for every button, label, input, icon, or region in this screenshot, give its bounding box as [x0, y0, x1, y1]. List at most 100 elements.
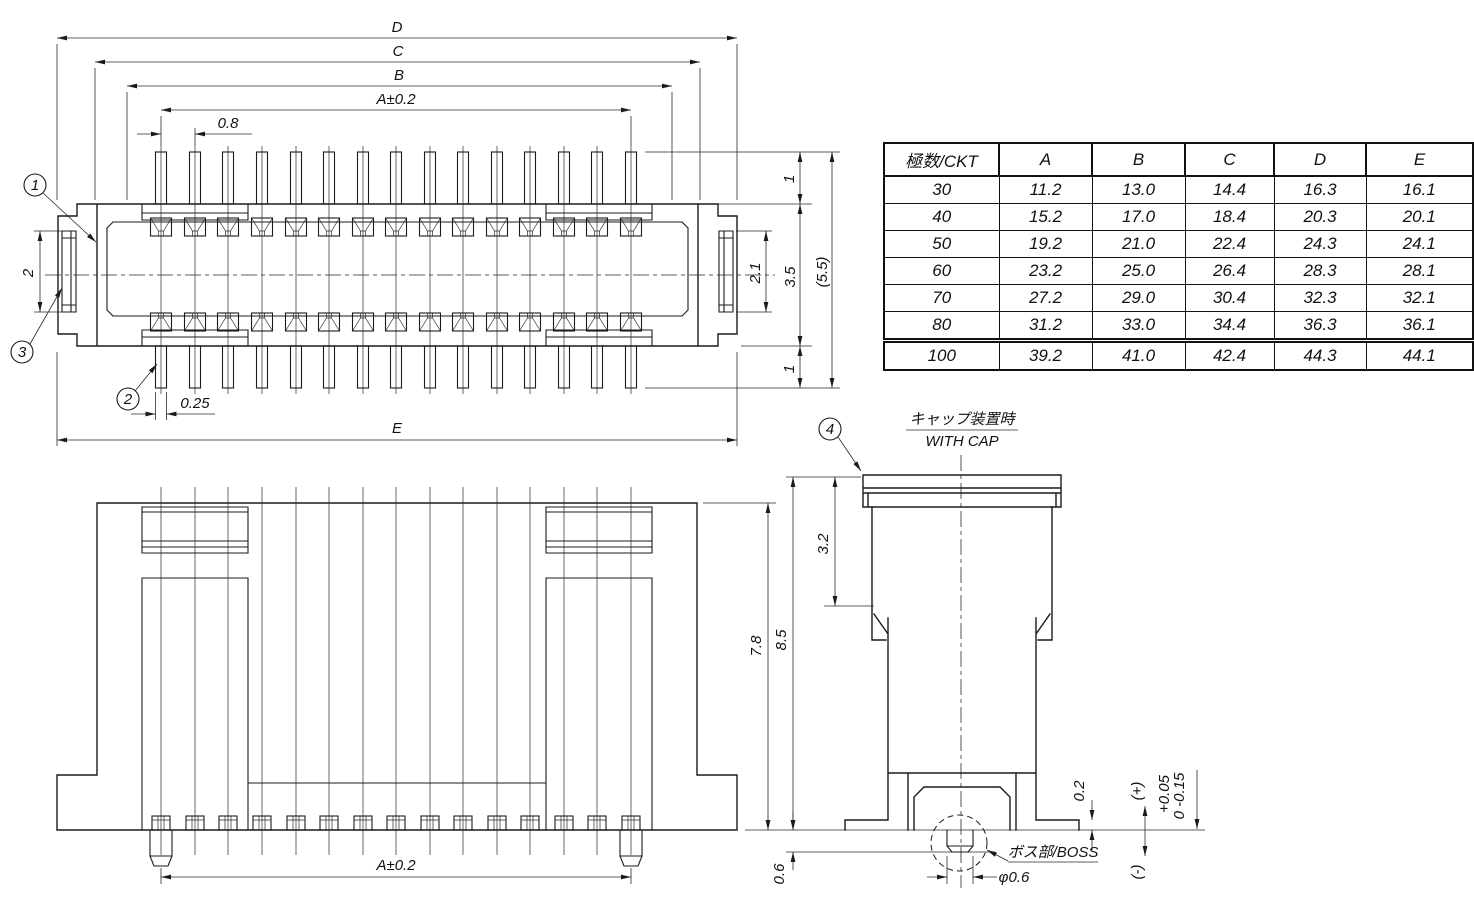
- callout-2-number: 2: [123, 391, 133, 408]
- front-dim-label-overall-height: 8.5: [773, 629, 790, 651]
- front-dim-label-height: 7.8: [748, 635, 765, 657]
- dim-label-b: B: [394, 67, 404, 84]
- dimension-table: 極数/CKT A B C D E 30 11.2 13.0 14.4 16.3 …: [883, 142, 1474, 371]
- dim-label-bottom-margin: 1: [781, 365, 798, 373]
- table-cell: 13.0: [1091, 175, 1186, 204]
- table-cell: 14.4: [1184, 175, 1275, 204]
- header-e: E: [1365, 142, 1474, 177]
- front-dim-label-a: A±0.2: [375, 857, 416, 874]
- dim-label-d: D: [392, 19, 403, 36]
- table-cell: 23.2: [998, 257, 1093, 285]
- front-dim-label-boss-height: 0.6: [771, 863, 788, 885]
- table-cell: 17.0: [1091, 203, 1186, 231]
- table-cell: 100: [883, 338, 1000, 371]
- side-view-title-jp: キャップ装置時: [909, 411, 1016, 428]
- table-cell: 44.3: [1273, 338, 1367, 371]
- table-cell: 22.4: [1184, 230, 1275, 258]
- front-inner-panels: [141, 577, 653, 831]
- callout-1-number: 1: [31, 177, 39, 194]
- side-dim-label-cap-height: 3.2: [815, 533, 832, 555]
- table-cell: 19.2: [998, 230, 1093, 258]
- dim-label-tab: 2: [20, 268, 37, 278]
- table-cell: 70: [883, 284, 1000, 312]
- table-cell: 20.3: [1273, 203, 1367, 231]
- header-ckt: 極数/CKT: [883, 142, 1000, 177]
- end-contact-tabs: [61, 230, 734, 313]
- table-cell: 20.1: [1365, 203, 1474, 231]
- dim-label-e: E: [392, 420, 403, 437]
- table-cell: 15.2: [998, 203, 1093, 231]
- callout-2: 2: [116, 363, 158, 411]
- dim-label-top-margin: 1: [781, 175, 798, 183]
- tolerance-upper-value: +0.05: [1156, 774, 1173, 813]
- table-cell: 24.1: [1365, 230, 1474, 258]
- boss-callout: ボス部/BOSS φ0.6: [986, 844, 1099, 886]
- table-cell: 36.1: [1365, 311, 1474, 341]
- top-view: D C B A±0.2 0.8 0.25 E 2 2.1 1 3.5 1 (5.…: [10, 19, 840, 446]
- table-cell: 25.0: [1091, 257, 1186, 285]
- table-cell: 36.3: [1273, 311, 1367, 341]
- boss-diameter-label: φ0.6: [999, 869, 1030, 886]
- table-cell: 30.4: [1184, 284, 1275, 312]
- table-cell: 31.2: [998, 311, 1093, 341]
- table-cell: 11.2: [998, 175, 1093, 204]
- tolerance-minus-label: (-): [1129, 865, 1146, 880]
- callout-4-number: 4: [826, 421, 834, 438]
- table-row: 60 23.2 25.0 26.4 28.3 28.1: [883, 257, 1474, 285]
- table-row: 40 15.2 17.0 18.4 20.3 20.1: [883, 203, 1474, 231]
- front-latch-blocks: [141, 506, 653, 554]
- header-a: A: [998, 142, 1093, 177]
- table-cell: 32.3: [1273, 284, 1367, 312]
- callout-4: 4: [818, 417, 862, 472]
- table-cell: 50: [883, 230, 1000, 258]
- table-cell: 16.3: [1273, 175, 1367, 204]
- table-row: 100 39.2 41.0 42.4 44.3 44.1: [883, 338, 1474, 371]
- header-d: D: [1273, 142, 1367, 177]
- dim-label-body-height: 3.5: [782, 266, 799, 288]
- header-b: B: [1091, 142, 1186, 177]
- table-header-row: 極数/CKT A B C D E: [883, 142, 1474, 177]
- table-cell: 18.4: [1184, 203, 1275, 231]
- tolerance-plus-label: (+): [1129, 782, 1146, 801]
- dim-label-overall: (5.5): [814, 257, 831, 288]
- dim-label-pitch: 0.8: [218, 115, 240, 132]
- table-cell: 24.3: [1273, 230, 1367, 258]
- guide-posts: [149, 829, 643, 867]
- table-cell: 30: [883, 175, 1000, 204]
- table-cell: 16.1: [1365, 175, 1474, 204]
- side-view: キャップ装置時 WITH CAP 4 3.2 0.2 (+) (-) +0.05…: [815, 411, 1200, 888]
- dim-label-c: C: [393, 43, 404, 60]
- boss-outline: [946, 829, 974, 853]
- table-row: 30 11.2 13.0 14.4 16.3 16.1: [883, 175, 1474, 204]
- table-cell: 26.4: [1184, 257, 1275, 285]
- table-cell: 27.2: [998, 284, 1093, 312]
- table-row: 50 19.2 21.0 22.4 24.3 24.1: [883, 230, 1474, 258]
- table-row: 80 31.2 33.0 34.4 36.3 36.1: [883, 311, 1474, 341]
- boss-detail-circle: [930, 814, 988, 872]
- dim-label-a: A±0.2: [375, 91, 416, 108]
- pin-columns: [149, 145, 643, 395]
- side-view-dimensions: [832, 477, 1200, 884]
- table-cell: 32.1: [1365, 284, 1474, 312]
- table-cell: 21.0: [1091, 230, 1186, 258]
- table-cell: 44.1: [1365, 338, 1474, 371]
- table-cell: 42.4: [1184, 338, 1275, 371]
- table-cell: 33.0: [1091, 311, 1186, 341]
- callout-3-number: 3: [18, 344, 27, 361]
- table-cell: 80: [883, 311, 1000, 341]
- tolerance-lower-value: 0 -0.15: [1171, 772, 1188, 819]
- header-c: C: [1184, 142, 1275, 177]
- cavity-outline: [106, 221, 689, 317]
- table-cell: 28.1: [1365, 257, 1474, 285]
- table-cell: 60: [883, 257, 1000, 285]
- front-pin-columns: [151, 486, 641, 856]
- top-view-dimensions: [37, 35, 835, 443]
- table-cell: 41.0: [1091, 338, 1186, 371]
- table-cell: 39.2: [998, 338, 1093, 371]
- side-housing-outline: [844, 506, 1080, 831]
- table-row: 70 27.2 29.0 30.4 32.3 32.1: [883, 284, 1474, 312]
- front-view-extension-lines: [160, 476, 1205, 884]
- boss-label: ボス部/BOSS: [1008, 844, 1099, 861]
